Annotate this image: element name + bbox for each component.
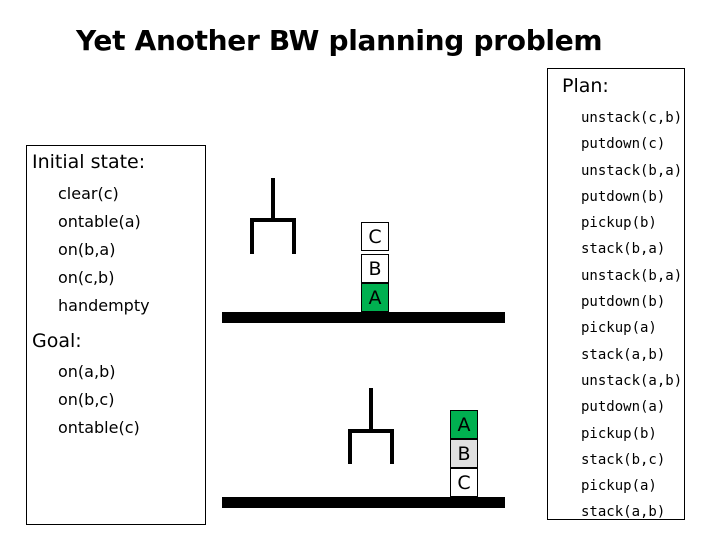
fact: ontable(c) [58,418,140,437]
plan-step: stack(b,a) [581,241,666,258]
plan-step: unstack(a,b) [581,372,683,389]
plan-step: stack(a,b) [581,346,666,363]
goal-facts: on(a,b) on(b,c) ontable(c) [58,358,140,442]
plan-step: pickup(a) [581,478,657,495]
plan-step: stack(a,b) [581,504,666,521]
plan-panel: Plan: unstack(c,b) putdown(c) unstack(b,… [547,68,685,520]
plan-step: putdown(b) [581,294,666,311]
block-goal-bottom: C [450,468,478,497]
block-goal-middle: B [450,439,478,468]
plan-step: pickup(b) [581,215,657,232]
fact: on(a,b) [58,362,116,381]
goal-heading: Goal: [32,330,82,352]
fact: on(c,b) [58,268,115,287]
fact: on(b,a) [58,240,116,259]
plan-step: pickup(a) [581,320,657,337]
slide-title: Yet Another BW planning problem [76,24,603,57]
robot-gripper-icon [250,178,296,254]
plan-step: pickup(b) [581,425,657,442]
plan-heading: Plan: [562,75,609,97]
initial-state-facts: clear(c) ontable(a) on(b,a) on(c,b) hand… [58,180,150,320]
block-initial-middle: B [361,254,389,283]
table-surface-initial [222,312,505,323]
fact: clear(c) [58,184,119,203]
plan-step: stack(b,c) [581,451,666,468]
plan-step: putdown(b) [581,188,666,205]
fact: ontable(a) [58,212,141,231]
initial-state-heading: Initial state: [32,151,146,173]
block-initial-bottom: A [361,283,389,312]
plan-steps: unstack(c,b) putdown(c) unstack(b,a) put… [581,105,682,526]
plan-step: unstack(c,b) [581,110,683,126]
fact: on(b,c) [58,390,115,409]
robot-gripper-icon [348,388,394,464]
table-surface-goal [222,497,505,508]
plan-step: unstack(b,a) [581,267,683,284]
block-goal-top: A [450,410,478,439]
state-panel: Initial state: clear(c) ontable(a) on(b,… [26,145,206,525]
plan-step: putdown(c) [581,136,666,153]
fact: handempty [58,296,150,315]
plan-step: unstack(b,a) [581,162,683,179]
block-initial-top: C [361,222,389,251]
plan-step: putdown(a) [581,399,666,416]
